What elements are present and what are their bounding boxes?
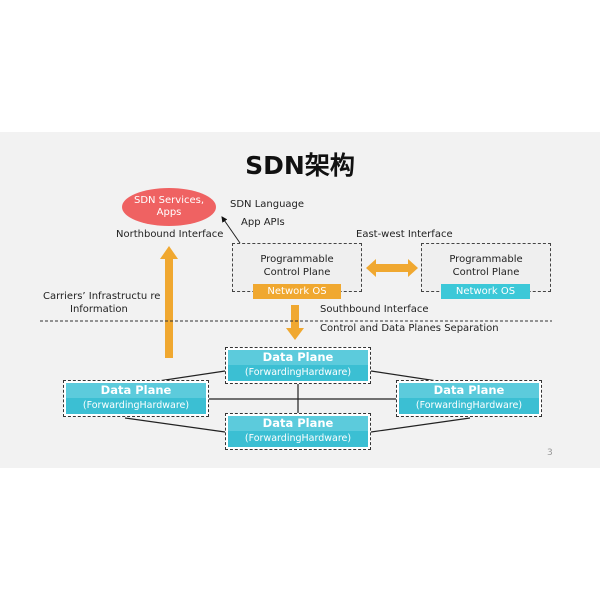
northbound-arrow bbox=[160, 246, 178, 358]
northbound-label: Northbound Interface bbox=[116, 229, 224, 240]
services-line2: Apps bbox=[156, 207, 182, 218]
sdn-language-label: SDN Language bbox=[230, 199, 305, 210]
control-plane-title: Programmable bbox=[449, 254, 523, 265]
network-os-2: Network OS bbox=[441, 284, 530, 299]
separation-label: Control and Data Planes Separation bbox=[320, 323, 499, 334]
data-plane-title: Data Plane bbox=[228, 416, 368, 431]
data-plane-title: Data Plane bbox=[66, 383, 206, 398]
southbound-arrow bbox=[286, 305, 304, 340]
carriers-label-1: Carriers’ Infrastructu re bbox=[43, 291, 161, 302]
data-plane-bottom: Data Plane (ForwardingHardware) bbox=[225, 413, 371, 450]
eastwest-label: East-west Interface bbox=[356, 229, 453, 240]
sdn-services-ellipse: SDN Services, Apps bbox=[122, 188, 216, 226]
data-plane-subtitle: (ForwardingHardware) bbox=[415, 400, 523, 411]
data-plane-subtitle: (ForwardingHardware) bbox=[244, 367, 352, 378]
services-line1: SDN Services, bbox=[133, 195, 205, 206]
data-plane-left: Data Plane (ForwardingHardware) bbox=[63, 380, 209, 417]
eastwest-arrow bbox=[366, 259, 418, 277]
app-apis-label: App APIs bbox=[241, 217, 285, 228]
page-title: SDN架构 bbox=[245, 151, 355, 180]
data-plane-top: Data Plane (ForwardingHardware) bbox=[225, 347, 371, 384]
control-plane-title: Programmable bbox=[260, 254, 334, 265]
carriers-label-2: Information bbox=[70, 304, 128, 315]
data-plane-right: Data Plane (ForwardingHardware) bbox=[396, 380, 542, 417]
data-plane-subtitle: (ForwardingHardware) bbox=[244, 433, 352, 444]
page-number: 3 bbox=[547, 448, 553, 458]
control-plane-subtitle: Control Plane bbox=[452, 267, 520, 278]
data-plane-title: Data Plane bbox=[228, 350, 368, 365]
data-plane-title: Data Plane bbox=[399, 383, 539, 398]
network-os-1: Network OS bbox=[253, 284, 341, 299]
control-plane-subtitle: Control Plane bbox=[263, 267, 331, 278]
southbound-label: Southbound Interface bbox=[320, 304, 429, 315]
data-plane-subtitle: (ForwardingHardware) bbox=[82, 400, 190, 411]
api-arrow bbox=[221, 216, 241, 244]
